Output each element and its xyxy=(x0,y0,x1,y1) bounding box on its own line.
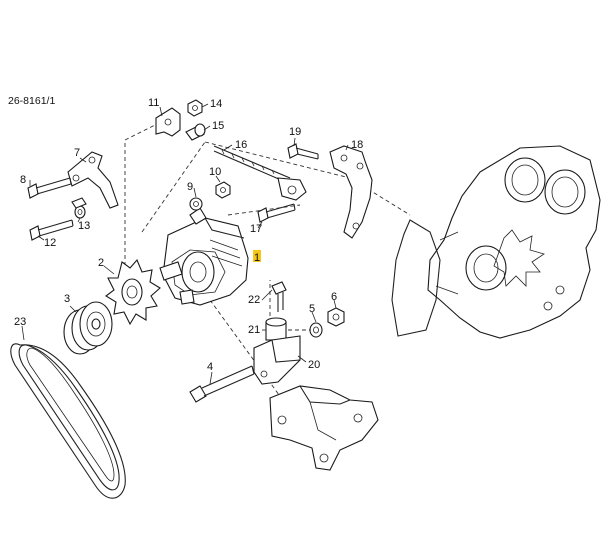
tension-rod-part xyxy=(213,145,307,201)
callout-6[interactable]: 6 xyxy=(331,291,337,303)
bracket-20-part xyxy=(253,335,301,385)
alternator-part xyxy=(159,207,249,306)
washer-5-part xyxy=(309,322,323,338)
nut-10-part xyxy=(215,181,231,199)
callout-18[interactable]: 18 xyxy=(351,139,363,151)
bracket-18-part xyxy=(329,145,373,239)
callout-7[interactable]: 7 xyxy=(74,147,80,159)
washer-13-part xyxy=(71,197,87,219)
callout-16[interactable]: 16 xyxy=(235,139,247,151)
callout-9[interactable]: 9 xyxy=(187,181,193,193)
callout-8[interactable]: 8 xyxy=(20,174,26,186)
clamp-11-part xyxy=(155,107,181,137)
callout-20[interactable]: 20 xyxy=(308,359,320,371)
pulley-part xyxy=(63,301,113,355)
sleeve-15-part xyxy=(185,123,206,141)
spacer-21-part xyxy=(265,317,287,341)
callout-10[interactable]: 10 xyxy=(209,166,221,178)
bolt-17-part xyxy=(257,203,296,223)
cooling-fan-part xyxy=(105,258,161,326)
bolt-22-part xyxy=(271,281,287,312)
callout-2[interactable]: 2 xyxy=(98,257,104,269)
nut-14-part xyxy=(187,99,203,117)
callout-17[interactable]: 17 xyxy=(250,223,262,235)
engine-housing-part xyxy=(391,145,601,339)
callout-5[interactable]: 5 xyxy=(309,303,315,315)
nut-9-part xyxy=(189,197,203,211)
callout-22[interactable]: 22 xyxy=(248,294,260,306)
callout-labels: 1 2 3 4 5 6 7 8 9 10 11 12 13 14 15 16 1… xyxy=(14,97,363,373)
callout-19[interactable]: 19 xyxy=(289,126,301,138)
bolt-8-part xyxy=(27,177,72,199)
bolt-19-part xyxy=(287,143,319,160)
callout-1[interactable]: 1 xyxy=(254,252,260,264)
diagram-reference: 26-8161/1 xyxy=(8,95,55,107)
engine-mount-part xyxy=(269,385,379,471)
long-bolt-part xyxy=(189,365,255,403)
mounting-bracket-part xyxy=(67,151,119,209)
callout-21[interactable]: 21 xyxy=(248,324,260,336)
callout-12[interactable]: 12 xyxy=(44,237,56,249)
callout-3[interactable]: 3 xyxy=(64,293,70,305)
bolt-12-part xyxy=(29,219,74,241)
callout-23[interactable]: 23 xyxy=(14,316,26,328)
callout-14[interactable]: 14 xyxy=(210,98,222,110)
v-belt-part xyxy=(10,343,126,499)
callout-4[interactable]: 4 xyxy=(207,361,213,373)
nut-6-part xyxy=(327,307,345,327)
callout-15[interactable]: 15 xyxy=(212,120,224,132)
callout-13[interactable]: 13 xyxy=(78,220,90,232)
callout-11[interactable]: 11 xyxy=(148,97,159,109)
leader-lines xyxy=(21,103,349,385)
callout-1-highlight xyxy=(253,250,261,262)
